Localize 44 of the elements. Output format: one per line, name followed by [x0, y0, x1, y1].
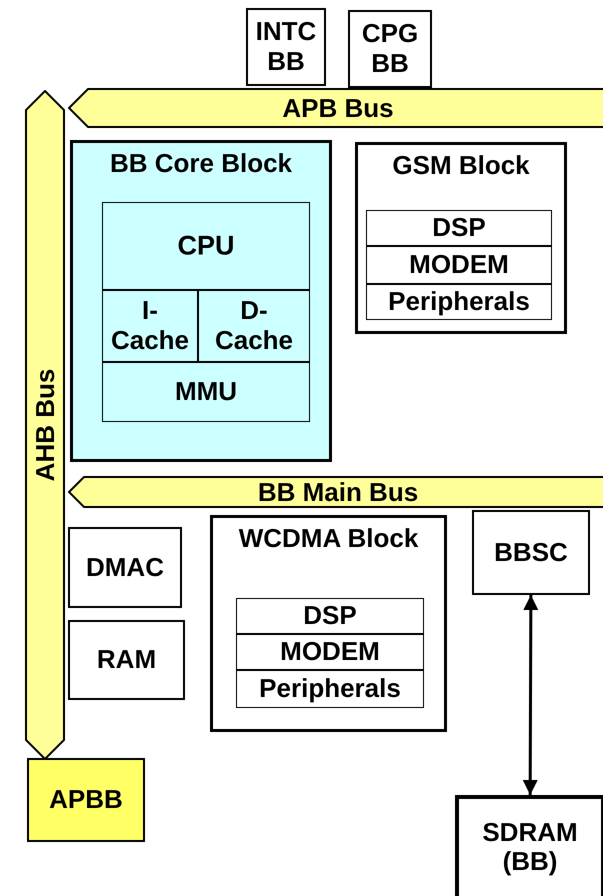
unit-box	[102, 362, 310, 422]
unit-box	[366, 246, 552, 284]
box-label: Peripherals	[387, 287, 531, 317]
component-box	[68, 620, 185, 700]
box-label: DSP	[431, 213, 487, 243]
box-label: Peripherals	[258, 674, 402, 704]
unit-box	[102, 290, 198, 362]
block-title: WCDMA Block	[238, 524, 420, 554]
bus-label: AHB Bus	[32, 368, 58, 482]
box-label: DSP	[302, 601, 358, 631]
unit-box	[366, 210, 552, 246]
block-title: GSM Block	[391, 151, 531, 181]
double-arrow	[522, 595, 538, 795]
box-label: BBSC	[493, 538, 569, 568]
bus-label: APB Bus	[282, 95, 394, 121]
bus-label: BB Main Bus	[258, 479, 418, 505]
box-label: DMAC	[85, 552, 165, 582]
component-box	[472, 510, 590, 595]
component-box	[348, 10, 432, 88]
unit-box	[366, 284, 552, 320]
component-box	[246, 8, 326, 86]
box-label: CPU	[176, 230, 236, 262]
block-box	[355, 142, 567, 334]
box-label: APBB	[48, 785, 124, 815]
unit-box	[102, 202, 310, 290]
unit-box	[236, 598, 424, 634]
block-title: BB Core Block	[108, 149, 294, 179]
unit-box	[236, 670, 424, 708]
unit-box	[236, 634, 424, 670]
block-box	[70, 140, 332, 462]
block-box	[210, 515, 447, 732]
box-label: I- Cache	[110, 296, 190, 356]
box-label: MODEM	[408, 250, 510, 280]
box-label: RAM	[96, 645, 158, 675]
unit-box	[198, 290, 310, 362]
component-box	[68, 527, 182, 608]
box-label: D- Cache	[214, 296, 294, 356]
box-label: MODEM	[279, 637, 381, 667]
box-label: SDRAM (BB)	[481, 818, 579, 878]
component-box	[27, 758, 145, 842]
box-label: CPG BB	[360, 19, 420, 79]
box-label: MMU	[174, 377, 238, 407]
component-box	[455, 795, 603, 896]
box-label: INTC BB	[254, 17, 318, 77]
